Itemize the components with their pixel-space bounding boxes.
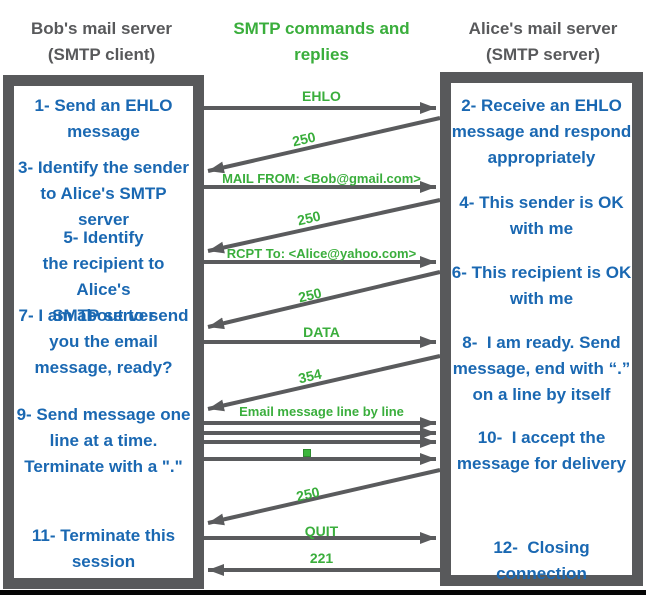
server-step-2: 2- Receive an EHLO message and respond a… xyxy=(451,96,632,167)
label-mail-from: MAIL FROM: <Bob@gmail.com> xyxy=(222,171,421,186)
client-step-1: 1- Send an EHLO message xyxy=(34,96,173,141)
label-data: DATA xyxy=(303,324,340,340)
server-step-8: 8- I am ready. Send message, end with “.… xyxy=(452,333,631,404)
client-step-3: 3- Identify the sender to Alice's SMTP s… xyxy=(18,158,189,229)
client-column-title: Bob's mail server (SMTP client) xyxy=(0,16,203,68)
label-reply-250-2: 250 xyxy=(295,207,323,229)
client-step-11: 11- Terminate this session xyxy=(31,526,176,571)
server-step-12: 12- Closing connection xyxy=(493,538,590,583)
arrow-reply-250-1 xyxy=(207,116,441,174)
center-title-line1: SMTP commands and xyxy=(233,19,410,38)
label-reply-221: 221 xyxy=(309,550,334,566)
server-step-4: 4- This sender is OK with me xyxy=(459,193,624,238)
label-reply-250-1: 250 xyxy=(290,128,318,150)
arrow-reply-354 xyxy=(207,354,441,412)
client-step-7: 7- I am about to send you the email mess… xyxy=(18,306,189,377)
client-box: 1- Send an EHLO message 3- Identify the … xyxy=(3,75,204,589)
label-quit: QUIT xyxy=(304,523,339,539)
server-title-line1: Alice's mail server xyxy=(468,19,618,38)
label-ehlo: EHLO xyxy=(302,88,341,104)
label-email-lines: Email message line by line xyxy=(239,404,404,419)
client-title-line1: Bob's mail server xyxy=(30,19,173,38)
client-step-5: 5- Identify the recipient to Alice's SMT… xyxy=(42,228,165,325)
bottom-border-bar xyxy=(0,590,646,595)
label-reply-250-4: 250 xyxy=(294,483,322,505)
server-box: 2- Receive an EHLO message and respond a… xyxy=(440,72,643,586)
center-title-line2: replies xyxy=(294,45,349,64)
label-reply-250-3: 250 xyxy=(296,284,324,306)
client-step-9: 9- Send message one line at a time. Term… xyxy=(16,405,191,476)
server-column-title: Alice's mail server (SMTP server) xyxy=(440,16,646,68)
server-title-line2: (SMTP server) xyxy=(485,45,600,64)
server-step-6: 6- This recipient is OK with me xyxy=(451,263,632,308)
server-step-10: 10- I accept the message for delivery xyxy=(456,428,627,473)
label-reply-354: 354 xyxy=(296,365,324,387)
client-title-line2: (SMTP client) xyxy=(47,45,156,64)
message-terminator-dot xyxy=(303,449,311,457)
label-rcpt-to: RCPT To: <Alice@yahoo.com> xyxy=(226,246,417,261)
center-column-title: SMTP commands and replies xyxy=(203,16,440,68)
